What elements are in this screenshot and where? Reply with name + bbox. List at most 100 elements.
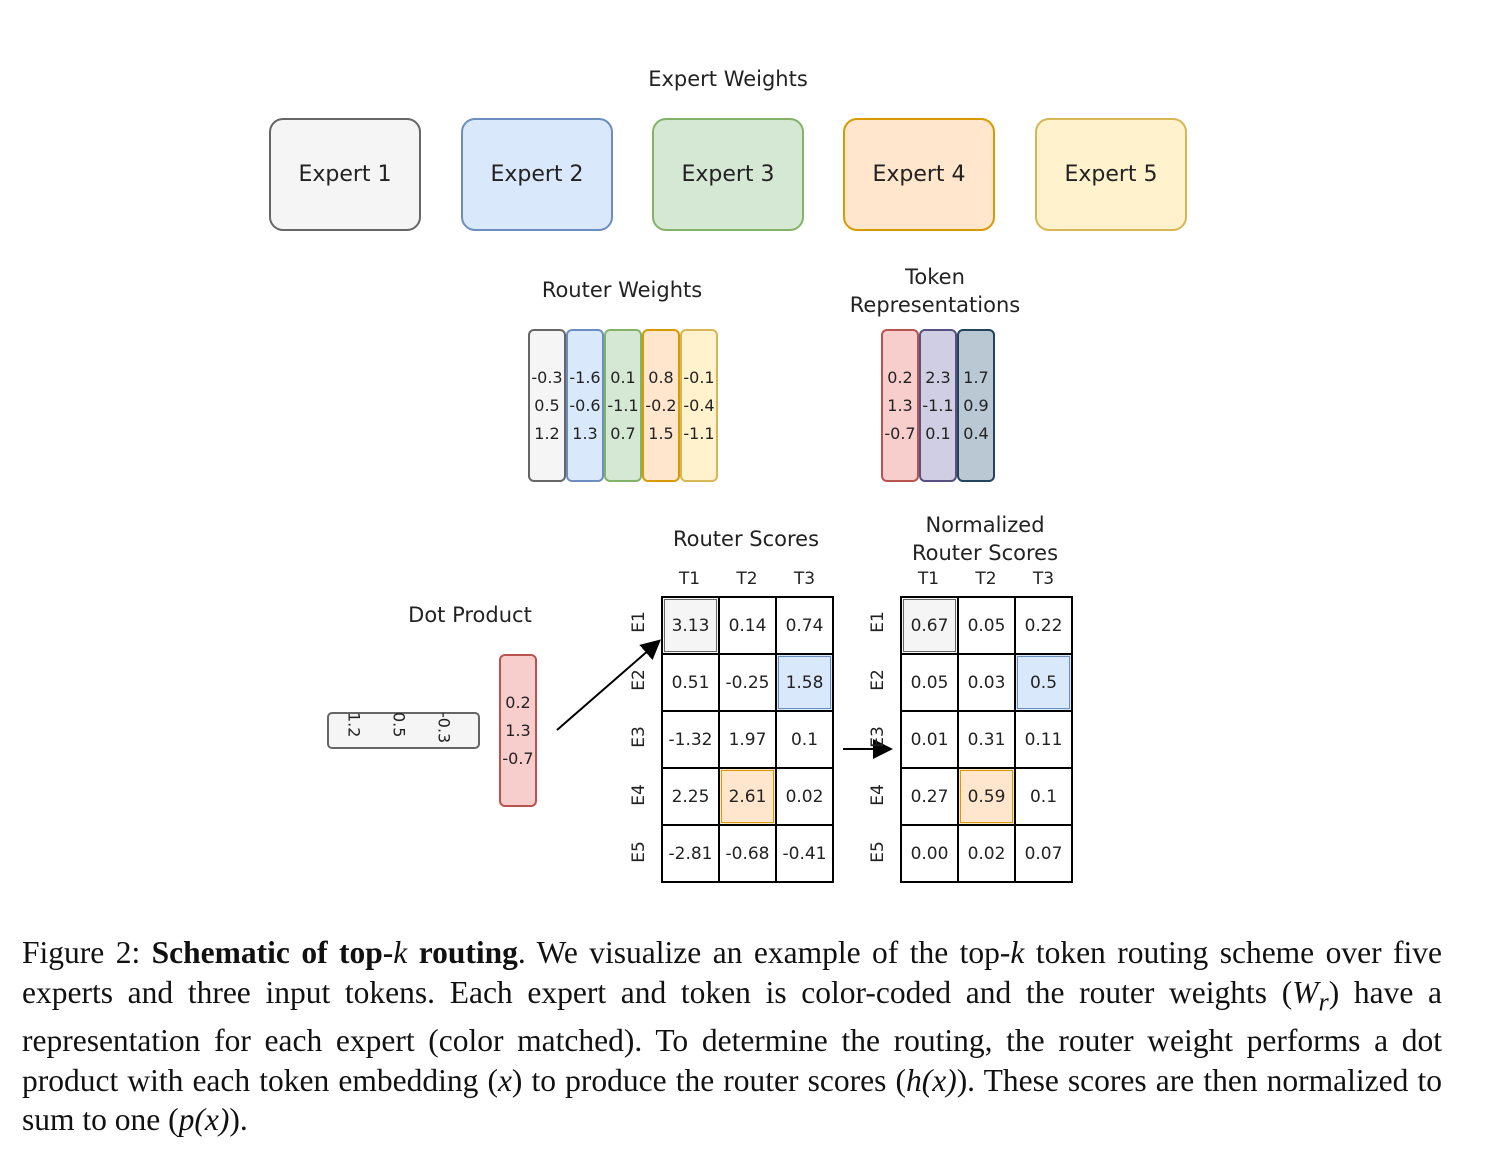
dot-product-title: Dot Product <box>408 603 532 627</box>
score-cell: 0.01 <box>900 710 959 769</box>
expert-box: Expert 3 <box>652 118 804 231</box>
token-value: 0.2 <box>887 367 913 387</box>
row-header: E5 <box>629 841 649 863</box>
token-value: 1.3 <box>887 395 913 415</box>
score-cell: 0.74 <box>775 596 834 655</box>
expert-vector-value: 0.5 <box>389 712 409 738</box>
token-value: -0.7 <box>884 423 916 443</box>
score-cell: 0.1 <box>775 710 834 769</box>
token-vector: 0.2 1.3 -0.7 <box>499 654 537 807</box>
score-cell: 0.00 <box>900 824 959 883</box>
column-header: T2 <box>975 569 997 589</box>
score-cell: -2.81 <box>661 824 720 883</box>
score-cell: 0.31 <box>957 710 1016 769</box>
score-cell: 0.1 <box>1014 767 1073 826</box>
score-cell: 0.5 <box>1014 653 1073 712</box>
router-weight-value: 0.8 <box>648 367 674 387</box>
router-weight-value: -0.6 <box>569 395 601 415</box>
figure-caption: Figure 2: Schematic of top-k routing. We… <box>22 935 1443 1138</box>
score-cell: 2.25 <box>661 767 720 826</box>
row-header: E1 <box>629 611 649 633</box>
normalized-router-scores-title: Normalized Router Scores <box>911 513 1059 565</box>
router-weight-value: 0.1 <box>610 367 636 387</box>
router-weight-value: -0.2 <box>645 395 677 415</box>
column-header: T3 <box>1032 569 1055 589</box>
score-cell: 0.03 <box>957 653 1016 712</box>
score-cell: 0.51 <box>661 653 720 712</box>
expert-box: Expert 5 <box>1035 118 1187 231</box>
token-column: 0.2 1.3 -0.7 <box>881 329 919 482</box>
router-weight-value: -1.1 <box>683 423 715 443</box>
router-weight-value: -1.6 <box>569 367 601 387</box>
router-weight-column: -1.6 -0.6 1.3 <box>566 329 604 482</box>
token-representations-title: Token Representations <box>849 265 1021 317</box>
router-weight-column: -0.3 0.5 1.2 <box>528 329 566 482</box>
token-value: -1.1 <box>922 395 954 415</box>
score-cell: 0.59 <box>957 767 1016 826</box>
score-cell: 0.22 <box>1014 596 1073 655</box>
token-value: 1.7 <box>963 367 989 387</box>
token-value: 0.4 <box>963 423 989 443</box>
column-header: T1 <box>917 569 940 589</box>
router-weight-value: 1.3 <box>572 423 598 443</box>
router-weight-value: 0.5 <box>534 395 560 415</box>
table-row: -2.81-0.68-0.41 <box>661 824 834 883</box>
score-cell: 0.11 <box>1014 710 1073 769</box>
router-weight-value: -0.3 <box>531 367 563 387</box>
token-value: 0.1 <box>925 423 951 443</box>
router-weight-value: -0.1 <box>683 367 715 387</box>
row-header: E1 <box>868 611 888 633</box>
score-cell: 3.13 <box>661 596 720 655</box>
expert-vector-value: -0.3 <box>434 712 454 744</box>
score-cell: 0.02 <box>775 767 834 826</box>
score-cell: 1.97 <box>718 710 777 769</box>
token-vector-value: 0.2 <box>505 692 531 712</box>
token-value: 0.9 <box>963 395 989 415</box>
expert-box: Expert 4 <box>843 118 995 231</box>
score-cell: -0.68 <box>718 824 777 883</box>
router-weight-value: 0.7 <box>610 423 636 443</box>
token-vector-value: -0.7 <box>502 748 534 768</box>
router-weight-value: -1.1 <box>607 395 639 415</box>
column-header: T3 <box>793 569 816 589</box>
token-vector-value: 1.3 <box>505 720 531 740</box>
score-cell: 0.07 <box>1014 824 1073 883</box>
router-weight-value: -0.4 <box>683 395 715 415</box>
row-header: E4 <box>629 783 649 806</box>
row-header: E3 <box>629 726 649 748</box>
row-header: E5 <box>868 841 888 863</box>
score-cell: -0.41 <box>775 824 834 883</box>
score-cell: 2.61 <box>718 767 777 826</box>
router-weights-title: Router Weights <box>541 278 703 302</box>
score-cell: -0.25 <box>718 653 777 712</box>
router-weight-value: 1.5 <box>648 423 674 443</box>
expert-weights-title: Expert Weights <box>648 67 808 91</box>
expert-vector-value: 1.2 <box>344 712 364 738</box>
row-header: E2 <box>629 668 649 691</box>
row-header: E3 <box>868 726 888 748</box>
router-weight-value: 1.2 <box>534 423 560 443</box>
score-cell: 0.05 <box>900 653 959 712</box>
score-cell: 0.27 <box>900 767 959 826</box>
score-cell: -1.32 <box>661 710 720 769</box>
expert-vector: -0.3 0.5 1.2 <box>327 712 480 749</box>
score-cell: 1.58 <box>775 653 834 712</box>
column-header: T2 <box>736 569 758 589</box>
row-header: E2 <box>868 668 888 691</box>
token-column: 1.7 0.9 0.4 <box>957 329 995 482</box>
expert-box: Expert 2 <box>461 118 613 231</box>
score-cell: 0.05 <box>957 596 1016 655</box>
score-cell: 0.67 <box>900 596 959 655</box>
router-scores-title: Router Scores <box>672 527 820 551</box>
